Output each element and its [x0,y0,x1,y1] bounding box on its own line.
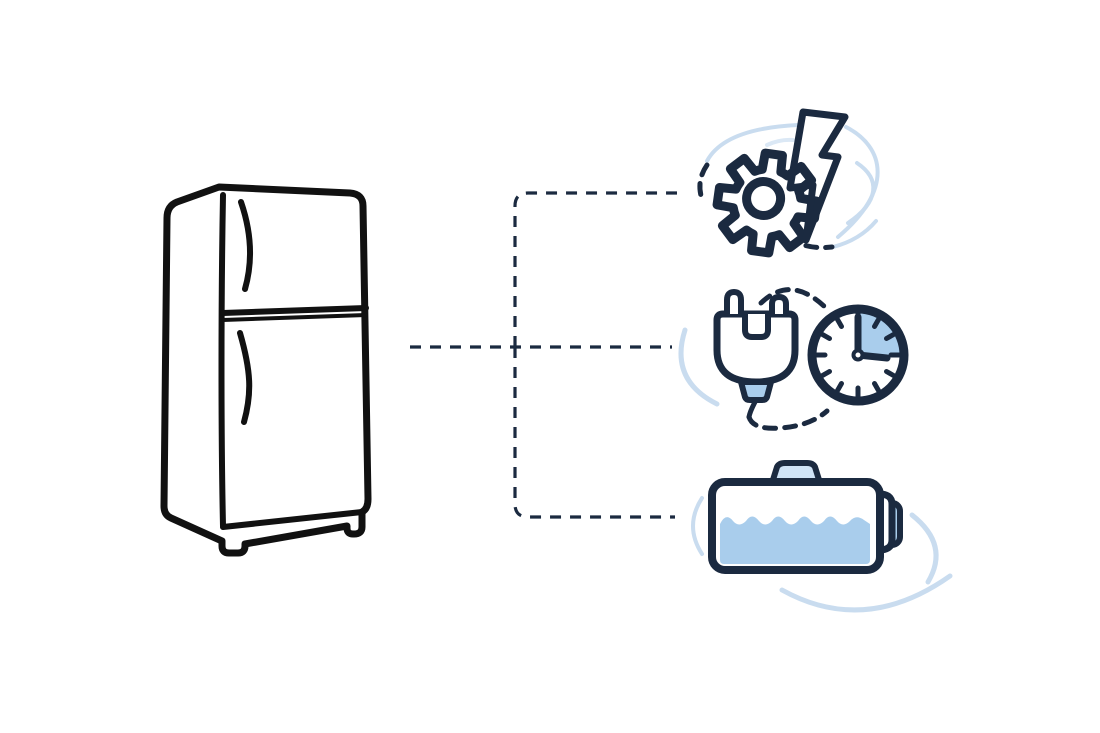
plug-body [713,310,799,386]
battery-icon [691,460,953,613]
gear-hole [742,176,786,220]
lightning-bolt-icon [786,108,849,244]
swirl-arc-top-left [705,123,800,163]
connector-bottom-branch [513,347,675,519]
swirl-arc-right [909,512,939,585]
swirl-arc-bottom [779,573,953,613]
connector-top-branch [513,191,677,347]
fridge-freezer-handle [238,199,253,292]
swirl-arc-left [691,496,704,556]
swirl-arc-bottom [831,219,878,249]
power-usage-time-node [665,270,935,445]
swirl-arc-left [678,327,720,407]
battery-liquid [720,516,870,564]
fridge-door-edge [218,192,226,529]
fridge-divider-lower [221,313,368,322]
battery-charge-node [660,440,960,645]
swirl-arc-top-inner [765,137,795,147]
plug-cord-dashed-bottom [746,408,830,431]
refrigerator-icon [160,183,372,557]
swirl-arc-right-inner [846,161,876,225]
plug-prong-right [769,294,789,317]
energy-power-node [670,85,900,265]
plug-notch [742,311,771,340]
fridge-divider [220,305,369,316]
plug-cord-dashed-top [758,287,829,311]
dashed-arc-left [697,162,710,202]
fridge-door-handle [237,330,253,425]
swirl-arc-right-outer [836,125,880,239]
clock-quarter-fill [858,311,902,355]
plug-collar [738,379,774,403]
clock-ring [807,304,909,406]
clock-center-dot [851,348,865,362]
plug-clock-icon [678,287,909,431]
plug-cord [746,397,759,420]
clock-icon [807,304,909,406]
power-plug-icon [713,289,799,420]
plug-prong-left [724,289,744,317]
fridge-body [160,183,372,557]
fridge-base-line [220,509,365,530]
refrigerator-node [150,175,400,570]
gear-lightning-icon [697,108,880,258]
